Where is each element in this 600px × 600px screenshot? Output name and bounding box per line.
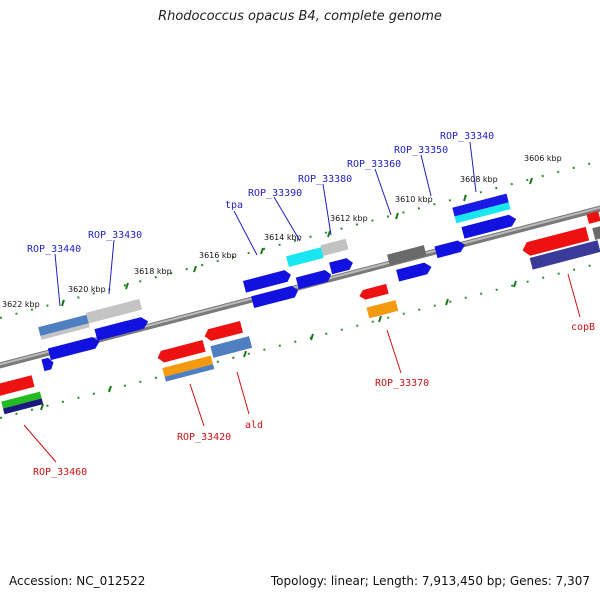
gene-reverse[interactable]	[529, 240, 600, 270]
gene-label-forward: ROP_33440	[27, 244, 81, 255]
gene-label-reverse: ROP_33420	[177, 432, 231, 443]
gene-reverse[interactable]	[164, 364, 215, 382]
forward-labels: ROP_33340 ROP_33350 ROP_33360 ROP_33380 …	[27, 131, 494, 255]
gene-forward[interactable]	[461, 213, 517, 239]
topology-text: Topology: linear; Length: 7,913,450 bp; …	[270, 574, 590, 588]
gene-reverse[interactable]	[162, 355, 213, 377]
scale-label: 3608 kbp	[460, 175, 498, 184]
gene-label-forward: ROP_33390	[248, 188, 302, 199]
reverse-genes	[0, 211, 600, 415]
gene-reverse[interactable]	[156, 340, 206, 364]
gene-label-forward: ROP_33360	[347, 159, 401, 170]
gene-label-forward: ROP_33340	[440, 131, 494, 142]
scale-label: 3620 kbp	[68, 285, 106, 294]
page-title: Rhodococcus opacus B4, complete genome	[158, 9, 442, 24]
gene-label-forward: tpa	[225, 200, 243, 211]
gene-label-forward: ROP_33350	[394, 145, 448, 156]
gene-forward[interactable]	[86, 298, 143, 324]
gene-reverse[interactable]	[358, 283, 389, 301]
scale-labels: 3606 kbp 3608 kbp 3610 kbp 3612 kbp 3614…	[2, 154, 562, 309]
scale-label: 3614 kbp	[264, 233, 302, 242]
gene-label-reverse: ald	[245, 420, 263, 431]
gene-label-forward: ROP_33430	[88, 230, 142, 241]
gene-reverse[interactable]	[210, 336, 253, 358]
gene-forward[interactable]	[396, 261, 433, 282]
gene-label-forward: ROP_33380	[298, 174, 352, 185]
gene-label-reverse: copB	[571, 322, 595, 333]
forward-leaders	[54, 141, 477, 307]
scale-label: 3616 kbp	[199, 251, 237, 260]
gene-reverse[interactable]	[366, 300, 399, 319]
gene-forward[interactable]	[454, 202, 511, 224]
accession-text: Accession: NC_012522	[9, 574, 146, 588]
gene-forward[interactable]	[320, 238, 349, 256]
gene-forward[interactable]	[38, 314, 89, 337]
gene-reverse[interactable]	[592, 225, 600, 240]
gene-reverse[interactable]	[3, 398, 44, 415]
gene-forward[interactable]	[47, 335, 101, 361]
reverse-leaders	[23, 273, 581, 463]
scale-label: 3606 kbp	[524, 154, 562, 163]
gene-reverse[interactable]	[203, 320, 244, 342]
scale-label: 3610 kbp	[395, 195, 433, 204]
gene-forward[interactable]	[251, 285, 300, 309]
upper-major-ticks	[61, 177, 533, 307]
gene-label-reverse: ROP_33460	[33, 467, 87, 478]
gene-forward[interactable]	[242, 269, 292, 293]
gene-forward[interactable]	[94, 316, 149, 341]
gene-label-reverse: ROP_33370	[375, 378, 429, 389]
gene-forward[interactable]	[329, 257, 354, 275]
gene-reverse[interactable]	[586, 211, 600, 224]
scale-label: 3612 kbp	[330, 214, 368, 223]
scale-label: 3618 kbp	[134, 267, 172, 276]
gene-forward[interactable]	[40, 323, 90, 340]
gene-forward[interactable]	[387, 245, 427, 266]
gene-forward[interactable]	[41, 357, 55, 372]
gene-forward[interactable]	[434, 239, 466, 259]
gene-forward[interactable]	[286, 247, 324, 267]
reverse-labels: copB ROP_33370 ald ROP_33420 ROP_33460	[33, 322, 595, 478]
gene-forward[interactable]	[452, 193, 509, 217]
gene-reverse[interactable]	[0, 375, 35, 396]
gene-forward[interactable]	[295, 269, 333, 290]
gene-reverse[interactable]	[1, 391, 42, 409]
scale-label: 3622 kbp	[2, 300, 40, 309]
gene-reverse[interactable]	[521, 226, 590, 257]
